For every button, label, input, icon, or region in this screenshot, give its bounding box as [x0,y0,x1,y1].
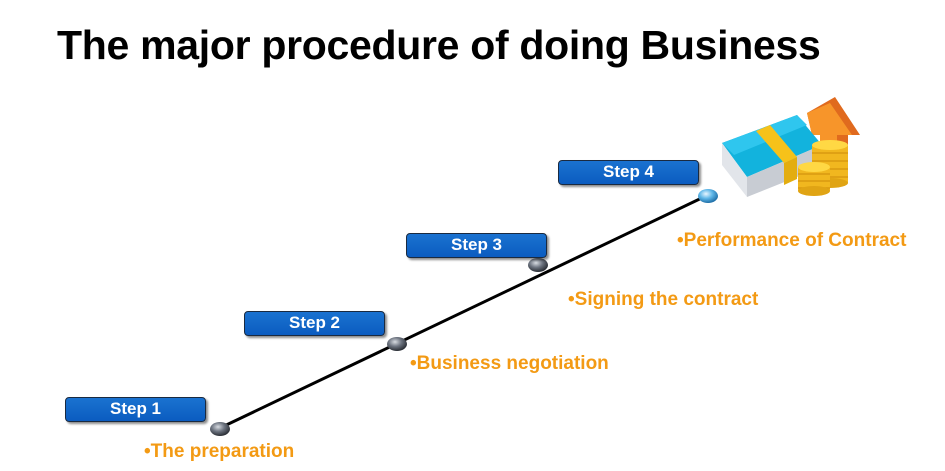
step-2-description: •Business negotiation [410,353,609,374]
step-4-box: Step 4 [558,160,699,185]
connector-line [219,193,709,430]
step-3-box: Step 3 [406,233,547,258]
step-1-description: •The preparation [144,441,295,462]
step-3-node [528,258,548,272]
step-2-node [387,337,407,351]
step-4-node [698,189,718,203]
money-growth-icon [722,97,860,197]
step-3-description: •Signing the contract [568,289,759,310]
step-4-description: •Performance of Contract [677,230,907,251]
step-1-node [210,422,230,436]
step-2-box: Step 2 [244,311,385,336]
step-1-box: Step 1 [65,397,206,422]
page-title: The major procedure of doing Business [57,22,821,68]
